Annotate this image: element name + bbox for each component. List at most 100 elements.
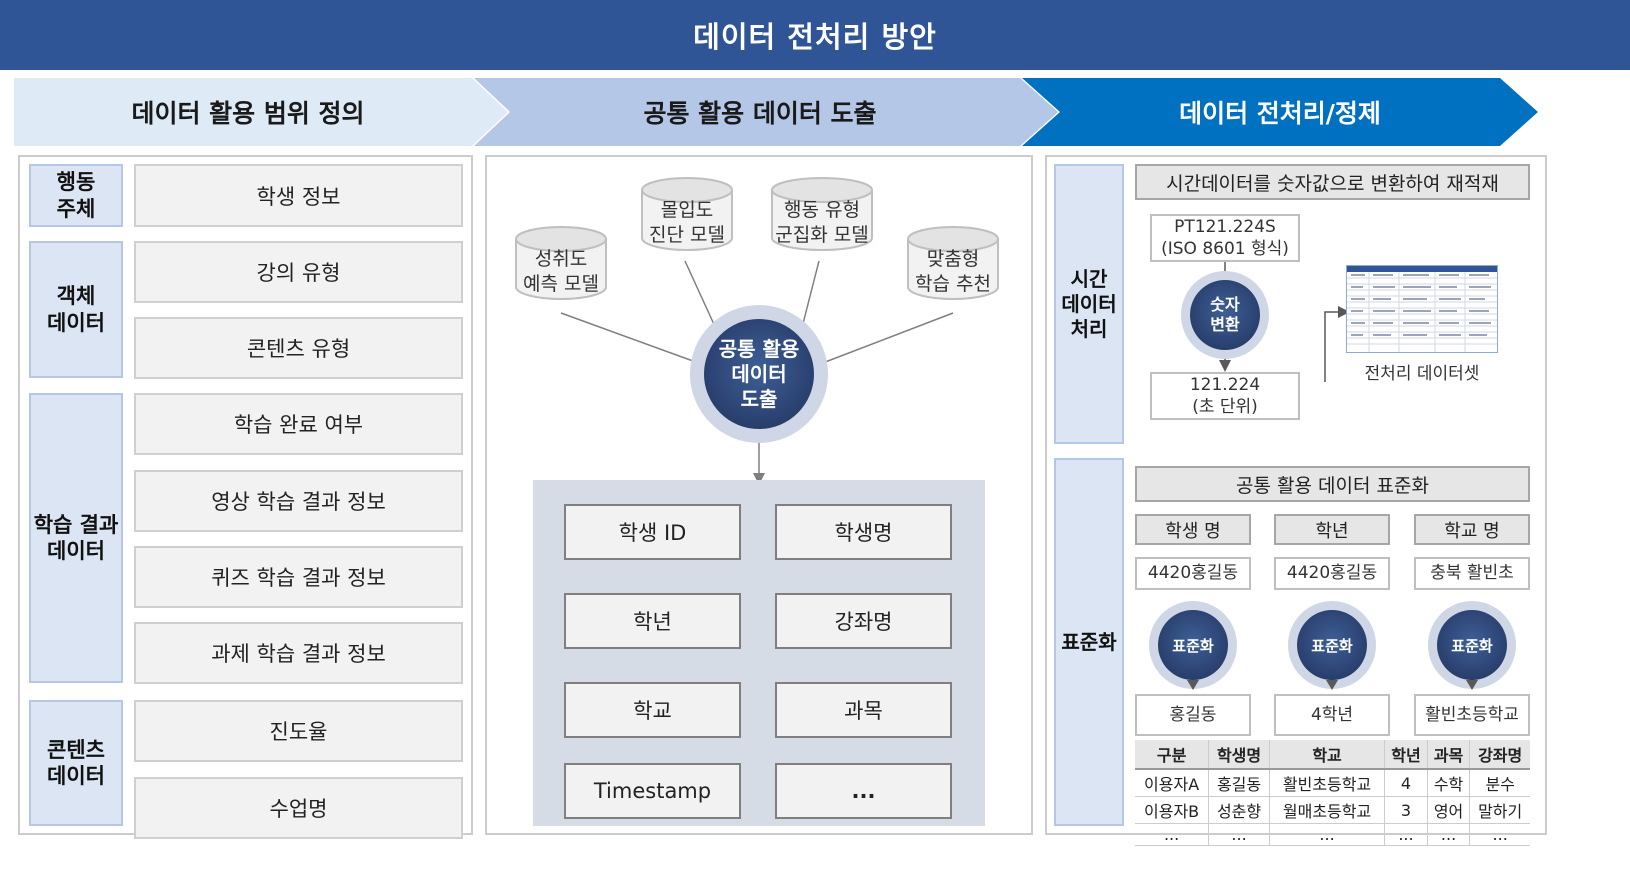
hub-line1: 공통 활용 — [718, 336, 800, 361]
std-node-grade: 표준화 — [1297, 610, 1367, 680]
model-label-line2: 진단 모델 — [649, 224, 725, 246]
page-title: 데이터 전처리 방안 — [0, 0, 1630, 70]
step-2-label: 공통 활용 데이터 도출 — [643, 99, 877, 128]
table-cell: 분수 — [1469, 769, 1530, 797]
table-cell: ... — [1469, 823, 1530, 846]
spreadsheet-icon — [1347, 266, 1497, 352]
model-label-line2: 예측 모델 — [523, 273, 599, 295]
table-cell: ... — [1384, 823, 1428, 846]
table-header-row: 구분 학생명 학교 학년 과목 강좌명 — [1135, 740, 1530, 770]
convert-line1: 숫자 — [1210, 295, 1240, 314]
scope-item-video-result: 영상 학습 결과 정보 — [134, 470, 463, 532]
hub-line2: 데이터 — [731, 361, 787, 386]
arrow-right-icon — [1338, 306, 1350, 318]
table-header-cell: 학교 — [1269, 740, 1386, 770]
table-cell: 4 — [1384, 769, 1428, 797]
section-label-standardize: 표준화 — [1054, 458, 1124, 826]
table-cell: 3 — [1384, 796, 1428, 824]
table-cell: 이용자B — [1135, 796, 1210, 824]
standardize-section-header: 공통 활용 데이터 표준화 — [1135, 466, 1530, 502]
arrow-down-icon — [1219, 360, 1231, 372]
database-cylinder-icon — [515, 226, 607, 300]
step-2-chevron — [474, 78, 1058, 146]
std-col-student-name-result: 홍길동 — [1135, 694, 1251, 736]
std-node-student-name: 표준화 — [1158, 610, 1228, 680]
field-student-id: 학생 ID — [564, 504, 741, 560]
table-cell: 수학 — [1427, 769, 1471, 797]
group-label-object: 객체 데이터 — [29, 241, 123, 378]
convert-line2: 변환 — [1210, 315, 1240, 334]
standardized-table: 구분 학생명 학교 학년 과목 강좌명 이용자A 홍길동 활빈초등학교 4 수학… — [1135, 740, 1530, 846]
table-cell: ... — [1135, 823, 1210, 846]
section-label-time: 시간 데이터 처리 — [1054, 164, 1124, 444]
std-flow-arrows — [1187, 680, 1478, 690]
database-cylinder-icon — [771, 177, 873, 251]
table-cell: 말하기 — [1469, 796, 1530, 824]
step-3-label: 데이터 전처리/정제 — [1179, 99, 1381, 128]
table-row: ... ... ... ... ... ... — [1135, 823, 1530, 846]
std-col-student-name-header: 학생 명 — [1135, 514, 1251, 545]
table-header-cell: 학년 — [1384, 740, 1428, 770]
standardized-data-table: 구분 학생명 학교 학년 과목 강좌명 이용자A 홍길동 활빈초등학교 4 수학… — [1135, 740, 1530, 846]
arrow-down-icon — [1326, 680, 1338, 690]
table-cell: 이용자A — [1135, 769, 1210, 797]
std-node-school: 표준화 — [1437, 610, 1507, 680]
model-label-line2: 학습 추천 — [915, 273, 991, 295]
model-achievement-prediction: 성취도 예측 모델 — [514, 225, 608, 301]
model-label-line1: 행동 유형 — [784, 199, 860, 221]
field-subject: 과목 — [775, 682, 952, 738]
std-col-school-header: 학교 명 — [1414, 514, 1530, 545]
field-school: 학교 — [564, 682, 741, 738]
table-header-cell: 과목 — [1427, 740, 1471, 770]
group-label-content: 콘텐츠 데이터 — [29, 700, 123, 826]
field-grade: 학년 — [564, 593, 741, 649]
table-cell: 홍길동 — [1208, 769, 1270, 797]
time-input-iso: PT121.224S (ISO 8601 형식) — [1150, 214, 1300, 262]
time-output-value: 121.224 — [1189, 374, 1261, 395]
table-row: 이용자A 홍길동 활빈초등학교 4 수학 분수 — [1135, 769, 1530, 797]
model-label-line1: 맞춤형 — [926, 248, 980, 270]
convert-node: 숫자 변환 — [1190, 280, 1260, 350]
time-output-unit: (초 단위) — [1192, 397, 1258, 417]
scope-item-lecture-type: 강의 유형 — [134, 241, 463, 303]
model-label-line2: 군집화 모델 — [775, 224, 869, 246]
std-col-grade-header: 학년 — [1274, 514, 1390, 545]
table-row: 이용자B 성춘향 월매초등학교 3 영어 말하기 — [1135, 796, 1530, 824]
table-header-cell: 구분 — [1135, 740, 1210, 770]
scope-item-quiz-result: 퀴즈 학습 결과 정보 — [134, 546, 463, 608]
scope-item-class-name: 수업명 — [134, 777, 463, 839]
model-behavior-clustering: 행동 유형 군집화 모델 — [770, 176, 874, 252]
group-label-actor: 행동 주체 — [29, 164, 123, 227]
model-label-line1: 성취도 — [534, 248, 588, 270]
database-cylinder-icon — [907, 226, 999, 300]
arrow-down-icon — [1466, 680, 1478, 690]
group-label-learning-result: 학습 결과 데이터 — [29, 393, 123, 683]
time-output-seconds: 121.224 (초 단위) — [1150, 372, 1300, 420]
time-input-format: (ISO 8601 형식) — [1161, 239, 1289, 259]
table-cell: ... — [1208, 823, 1270, 846]
std-col-school-raw: 충북 활빈초 — [1414, 557, 1530, 590]
table-header-cell: 학생명 — [1208, 740, 1270, 770]
std-col-grade-raw: 4420홍길동 — [1274, 557, 1390, 590]
model-label-line1: 몰입도 — [660, 199, 714, 221]
field-timestamp: Timestamp — [564, 763, 741, 819]
step-chevrons — [14, 78, 1538, 146]
table-header-cell: 강좌명 — [1469, 740, 1530, 770]
table-cell: 월매초등학교 — [1269, 796, 1386, 824]
model-personalized-recommendation: 맞춤형 학습 추천 — [906, 225, 1000, 301]
arrow-down-icon — [1187, 680, 1199, 690]
std-col-school-result: 활빈초등학교 — [1414, 694, 1530, 736]
scope-item-completion: 학습 완료 여부 — [134, 393, 463, 455]
table-cell: 활빈초등학교 — [1269, 769, 1386, 797]
scope-item-student-info: 학생 정보 — [134, 164, 463, 227]
model-engagement-diagnosis: 몰입도 진단 모델 — [640, 176, 734, 252]
dataset-caption: 전처리 데이터셋 — [1364, 363, 1480, 384]
scope-item-progress: 진도율 — [134, 700, 463, 762]
dataset-thumbnail-icon — [1346, 265, 1498, 353]
std-col-grade-result: 4학년 — [1274, 694, 1390, 736]
time-input-value: PT121.224S — [1174, 216, 1276, 237]
field-student-name: 학생명 — [775, 504, 952, 560]
field-more: ... — [775, 763, 952, 819]
step-1-chevron — [14, 78, 508, 146]
